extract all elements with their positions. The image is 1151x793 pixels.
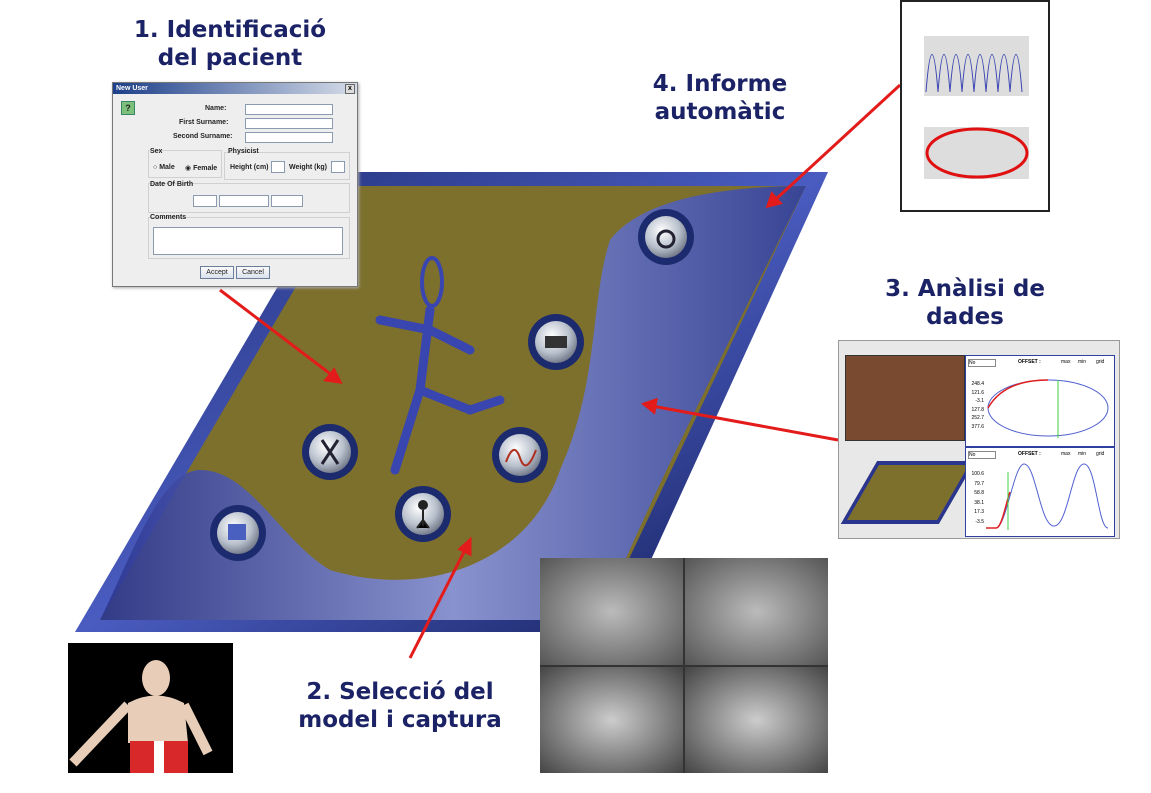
male-radio[interactable]: ○ Male <box>153 164 175 171</box>
analysis-button[interactable] <box>492 427 548 483</box>
dob-group <box>148 183 350 213</box>
new-user-dialog: New User x ? Name: First Surname: Second … <box>112 82 358 287</box>
camera-view <box>685 558 828 665</box>
dialog-titlebar: New User x <box>113 83 357 94</box>
tick: 100.6 <box>971 471 984 477</box>
print-button[interactable] <box>528 314 584 370</box>
sex-group <box>148 150 222 178</box>
plot2-min-checkbox[interactable]: min <box>1078 451 1087 457</box>
plot2-max-checkbox[interactable]: max <box>1061 451 1071 457</box>
arrow-to-platform <box>323 367 343 384</box>
plot2-select[interactable]: No <box>968 451 996 459</box>
report-charts <box>924 36 1029 179</box>
camera-view <box>540 666 683 773</box>
tick: -3.1 <box>975 398 984 404</box>
plot1-offset: OFFSET : <box>1018 359 1041 365</box>
model-button[interactable] <box>210 505 266 561</box>
accept-button[interactable]: Accept <box>200 266 234 279</box>
dob-group-label: Date Of Birth <box>150 181 194 188</box>
camera-capture-grid <box>540 558 828 773</box>
tick: 38.1 <box>974 499 984 506</box>
name-input[interactable] <box>245 104 333 115</box>
tick: 17.3 <box>974 509 984 515</box>
name-label: Name: <box>205 105 227 112</box>
comments-group <box>148 217 350 259</box>
plot2-grid-checkbox[interactable]: grid <box>1096 451 1105 457</box>
comments-textarea[interactable] <box>153 227 343 255</box>
arrows <box>219 83 902 659</box>
plot1-min-checkbox[interactable]: min <box>1078 359 1087 365</box>
second-surname-input[interactable] <box>245 132 333 143</box>
plot2-curve <box>986 463 1109 530</box>
tick: 252.7 <box>971 415 984 421</box>
weight-input[interactable] <box>331 161 345 173</box>
video-panel <box>845 355 965 441</box>
platform-wave <box>100 186 806 620</box>
camera-view <box>540 558 683 665</box>
plot-panel-2: No OFFSET : max min grid 100.6 79.7 58.8 38… <box>965 447 1115 537</box>
plot2-ticks: 100.6 79.7 58.8 38.1 17.3 -3.5 <box>968 470 984 527</box>
platform-buttons <box>210 209 694 561</box>
3d-body-model <box>68 643 233 773</box>
sex-group-label: Sex <box>150 148 163 155</box>
dialog-title: New User <box>116 85 148 92</box>
plot1-loop <box>987 379 1109 438</box>
tick: 127.8 <box>971 406 984 413</box>
first-surname-input[interactable] <box>245 118 333 129</box>
automatic-report-thumbnail <box>900 0 1050 212</box>
second-surname-label: Second Surname: <box>173 133 233 140</box>
step3-line2: dades <box>926 304 1004 330</box>
step4-line1: 4. Informe <box>652 71 788 97</box>
first-surname-label: First Surname: <box>179 119 229 126</box>
mini-platform <box>840 461 976 524</box>
tick: 248.4 <box>971 381 984 387</box>
step2-line1: 2. Selecció del <box>306 679 494 705</box>
plot-panel-1: No OFFSET : max min grid 248.4 121.6 -3.1 1… <box>965 355 1115 447</box>
height-input[interactable] <box>271 161 285 173</box>
capture-button[interactable] <box>395 486 451 542</box>
power-button[interactable] <box>638 209 694 265</box>
close-button[interactable]: x <box>345 84 355 94</box>
analysis-window: No OFFSET : max min grid 248.4 121.6 -3.1 1… <box>838 340 1120 539</box>
plot1-ticks: 248.4 121.6 -3.1 127.8 252.7 377.6 <box>968 380 984 431</box>
plot2-offset: OFFSET : <box>1018 451 1041 457</box>
female-label: Female <box>193 165 218 172</box>
plot1-max-checkbox[interactable]: max <box>1061 359 1071 365</box>
female-radio[interactable]: ◉ Female <box>185 165 218 172</box>
camera-view <box>685 666 828 773</box>
cancel-button[interactable]: Cancel <box>236 266 270 279</box>
tick: 377.6 <box>971 423 984 430</box>
male-label: Male <box>159 164 175 171</box>
physicist-group <box>224 152 350 180</box>
weight-label: Weight (kg) <box>289 164 327 171</box>
plot1-select[interactable]: No <box>968 359 996 367</box>
step1-line1: 1. Identificació <box>133 17 327 43</box>
tick: 79.7 <box>974 480 984 487</box>
tick: 58.8 <box>974 490 984 496</box>
step1-line2: del pacient <box>157 45 303 71</box>
tick: 121.6 <box>971 389 984 396</box>
month-select[interactable] <box>219 195 269 207</box>
comments-label: Comments <box>150 214 187 221</box>
patient-button[interactable] <box>302 424 358 480</box>
height-label: Height (cm) <box>230 164 269 171</box>
day-select[interactable] <box>193 195 217 207</box>
tick: -3.5 <box>975 518 984 525</box>
step4-line2: automàtic <box>654 99 786 125</box>
step2-line2: model i captura <box>298 707 502 733</box>
plot1-grid-checkbox[interactable]: grid <box>1096 359 1105 365</box>
step3-line1: 3. Anàlisi de <box>885 276 1045 302</box>
help-icon[interactable]: ? <box>121 101 135 115</box>
walking-figure-logo <box>375 256 505 475</box>
year-select[interactable] <box>271 195 303 207</box>
physicist-group-label: Physicist <box>228 148 259 155</box>
